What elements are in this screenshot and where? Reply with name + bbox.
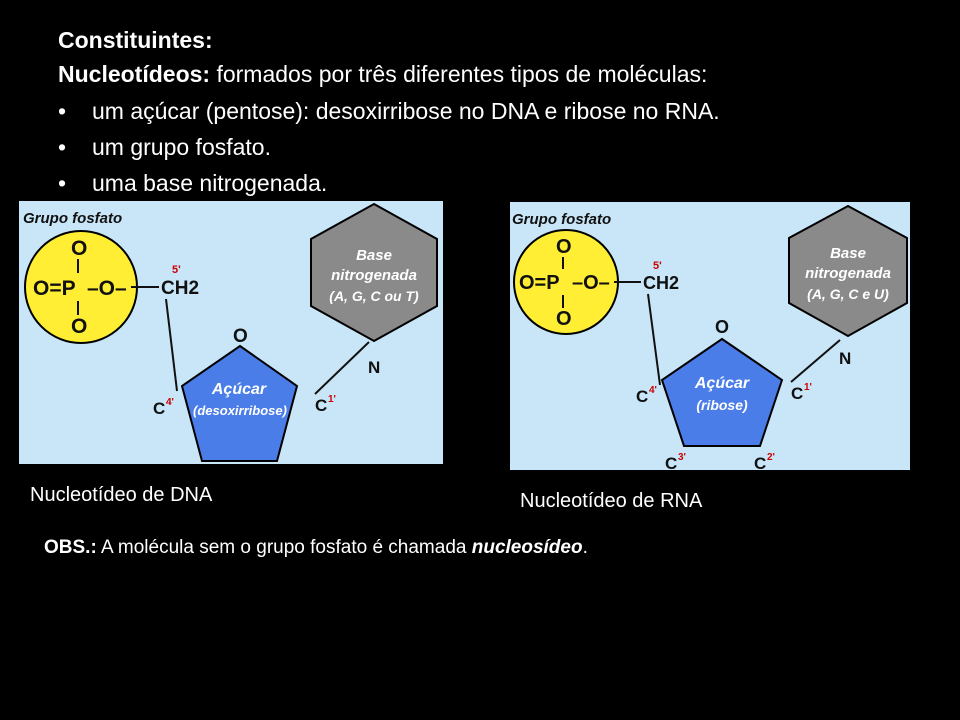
rna-phosphate-group-label: Grupo fosfato	[512, 211, 611, 228]
dna-phosphate-top-o: O	[71, 237, 87, 260]
intro-line: Nucleotídeos: formados por três diferent…	[58, 61, 707, 88]
dna-ring-oxygen: O	[233, 326, 248, 347]
dna-phosphate-ester-o: –O–	[87, 277, 127, 300]
dna-phosphate-o-double-p: O=P	[33, 277, 76, 300]
dna-five-prime: 5'	[172, 264, 181, 276]
dna-sugar-title: Açúcar	[211, 381, 267, 398]
slide-title: Constituintes:	[58, 27, 213, 53]
dna-c4-label: C	[153, 399, 165, 418]
rna-base-line3: (A, G, C e U)	[807, 286, 889, 302]
rna-sugar-title: Açúcar	[694, 375, 750, 392]
bullet-text: um açúcar (pentose): desoxirribose no DN…	[92, 98, 720, 124]
bullet-item: • uma base nitrogenada.	[58, 168, 720, 204]
rna-c1-label: C	[791, 384, 803, 403]
rna-phosphate-ester-o: –O–	[572, 272, 610, 294]
rna-base-line1: Base	[830, 245, 866, 262]
bullet-text: um grupo fosfato.	[92, 134, 271, 160]
dna-ch2-c4-bond	[165, 298, 178, 392]
dna-n-label: N	[368, 358, 380, 377]
bullet-dot: •	[58, 98, 67, 124]
rna-c3-prime: 3'	[678, 452, 686, 463]
dna-base-line2: nitrogenada	[331, 267, 417, 284]
bullet-text: uma base nitrogenada.	[92, 170, 328, 196]
obs-note: OBS.: A molécula sem o grupo fosfato é c…	[44, 537, 588, 559]
bullet-item: • um grupo fosfato.	[58, 132, 720, 168]
dna-ch2-label: CH2	[161, 278, 199, 299]
rna-base-line2: nitrogenada	[805, 265, 891, 282]
dna-phosphate-group-label: Grupo fosfato	[23, 210, 122, 227]
dna-nucleotide-diagram: Grupo fosfato O O=P –O– O 5' CH2 O Açúca…	[19, 201, 443, 464]
obs-end: .	[582, 537, 588, 558]
dna-caption: Nucleotídeo de DNA	[30, 484, 213, 506]
dna-diagram-svg: Grupo fosfato O O=P –O– O 5' CH2 O Açúca…	[23, 202, 438, 462]
rna-caption: Nucleotídeo de RNA	[520, 490, 703, 512]
rna-sugar-name: (ribose)	[696, 397, 748, 413]
obs-label: OBS.:	[44, 537, 97, 558]
rna-c2-prime: 2'	[767, 452, 775, 463]
rna-base-hexagon	[788, 204, 908, 338]
rna-c2-label: C	[754, 454, 766, 470]
dna-sugar-pentagon	[180, 344, 299, 462]
rna-phosphate-top-o: O	[556, 236, 572, 258]
bullet-item: • um açúcar (pentose): desoxirribose no D…	[58, 96, 720, 132]
bullet-list: • um açúcar (pentose): desoxirribose no D…	[58, 96, 720, 204]
rna-ch2-c4-bond	[647, 293, 661, 386]
dna-sugar-name: (desoxirribose)	[193, 403, 287, 418]
bullet-dot: •	[58, 134, 67, 160]
rna-c3-label: C	[665, 454, 677, 470]
rna-five-prime: 5'	[653, 260, 662, 272]
obs-text: A molécula sem o grupo fosfato é chamada	[96, 537, 472, 558]
dna-c4-prime: 4'	[166, 397, 174, 408]
rna-ch2-label: CH2	[643, 273, 679, 293]
bullet-dot: •	[58, 170, 67, 196]
rna-c4-label: C	[636, 387, 648, 406]
rna-c1-prime: 1'	[804, 382, 812, 393]
obs-emphasis: nucleosídeo	[471, 537, 583, 558]
dna-base-hexagon	[310, 202, 438, 343]
rna-phosphate-bottom-o: O	[556, 308, 572, 330]
intro-text: formados por três diferentes tipos de mo…	[210, 61, 708, 87]
rna-c4-prime: 4'	[649, 385, 657, 396]
rna-nucleotide-diagram: Grupo fosfato O O=P –O– O 5' CH2 O Açúca…	[510, 202, 910, 470]
dna-c1-prime: 1'	[328, 394, 336, 405]
rna-diagram-svg: Grupo fosfato O O=P –O– O 5' CH2 O Açúca…	[512, 204, 908, 470]
dna-base-line3: (A, G, C ou T)	[329, 288, 419, 304]
intro-term: Nucleotídeos:	[58, 61, 211, 87]
rna-phosphate-o-double-p: O=P	[519, 272, 560, 294]
rna-ring-oxygen: O	[715, 317, 729, 337]
rna-c1-n-bond	[790, 339, 841, 383]
dna-phosphate-bottom-o: O	[71, 315, 87, 338]
dna-base-line1: Base	[356, 247, 392, 264]
dna-c1-n-bond	[314, 341, 370, 395]
rna-n-label: N	[839, 349, 851, 368]
dna-c1-label: C	[315, 396, 327, 415]
rna-sugar-pentagon	[660, 337, 784, 447]
